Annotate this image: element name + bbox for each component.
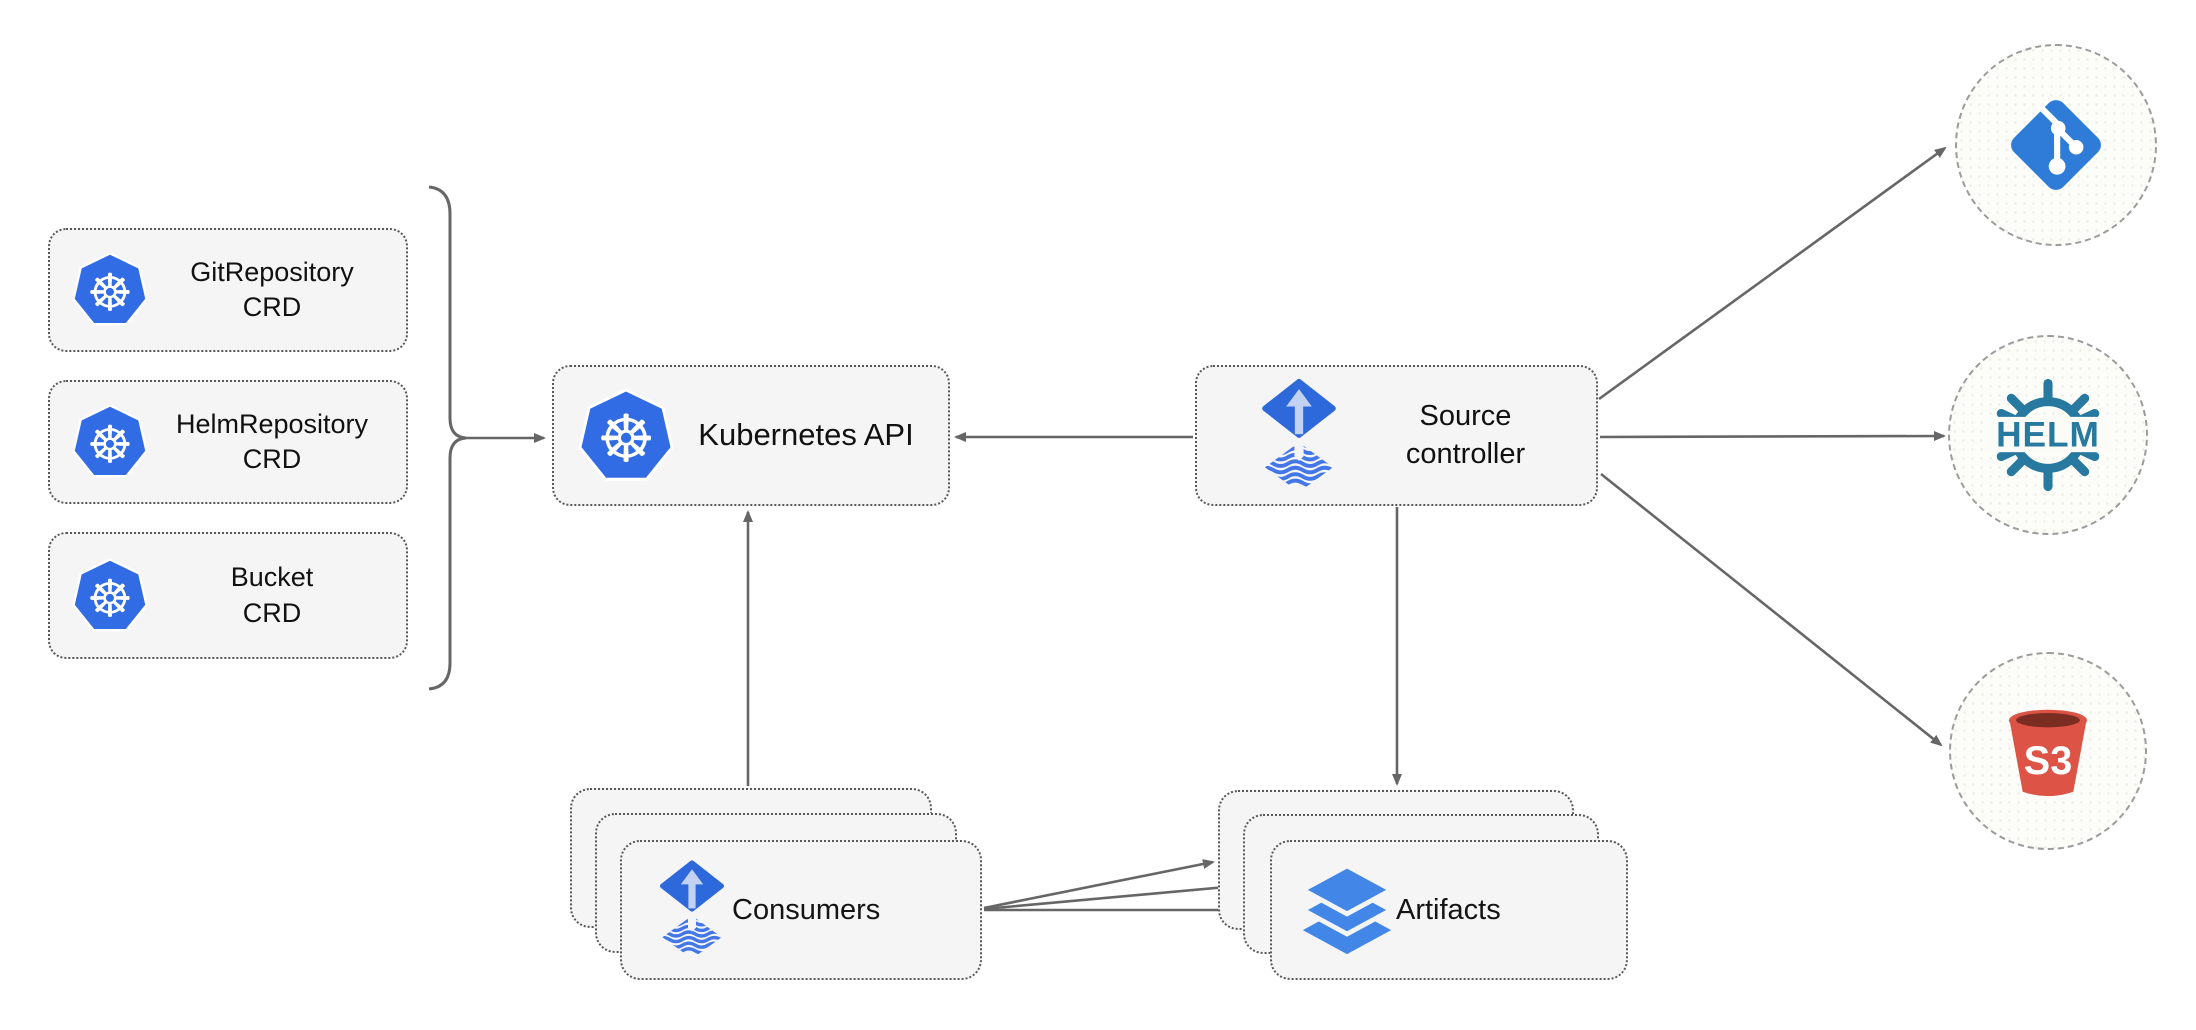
edge-consumers-to-artifacts-middle xyxy=(983,881,1239,911)
node-artifacts-stack: Artifacts xyxy=(1218,790,1638,990)
svg-text:☸: ☸ xyxy=(87,263,133,321)
node-kubernetes-api: ☸ Kubernetes API xyxy=(552,365,950,506)
kubernetes-icon: ☸ xyxy=(72,252,148,328)
node-label: Artifacts xyxy=(1396,893,1501,926)
node-source-controller: Source controller xyxy=(1195,365,1598,506)
edge-consumers-to-artifacts-back xyxy=(983,859,1215,910)
layers-icon xyxy=(1298,862,1396,958)
node-label: Kubernetes API xyxy=(698,417,914,453)
svg-text:☸: ☸ xyxy=(87,569,133,627)
svg-text:☸: ☸ xyxy=(597,402,656,475)
flux-icon xyxy=(652,858,732,962)
node-label: GitRepository CRD xyxy=(190,256,354,322)
kubernetes-icon: ☸ xyxy=(72,557,148,634)
node-helmrepository-crd: ☸ HelmRepository CRD xyxy=(48,380,408,504)
edge-source-controller-to-git xyxy=(1598,146,1947,401)
node-bucket-crd: ☸ Bucket CRD xyxy=(48,532,408,659)
node-s3-source: S3 xyxy=(1949,652,2147,850)
node-label: Source controller xyxy=(1405,399,1526,470)
s3-label: S3 xyxy=(2024,739,2072,783)
kubernetes-icon: ☸ xyxy=(578,387,674,484)
node-consumers-stack: Consumers xyxy=(570,788,990,988)
node-helm-source: HELM xyxy=(1948,335,2148,535)
node-gitrepository-crd: ☸ GitRepository CRD xyxy=(48,228,408,352)
node-label: HelmRepository CRD xyxy=(175,408,369,474)
s3-bucket-icon: S3 xyxy=(1993,696,2103,806)
node-label: Bucket CRD xyxy=(230,562,314,628)
helm-wheel-icon: HELM xyxy=(1986,373,2110,497)
node-artifacts: Artifacts xyxy=(1270,840,1628,980)
node-consumers: Consumers xyxy=(620,840,982,980)
node-label: Consumers xyxy=(732,893,881,926)
node-git-source xyxy=(1955,44,2157,246)
flux-icon xyxy=(1253,378,1345,494)
git-icon xyxy=(2000,89,2112,201)
edge-source-controller-to-helm xyxy=(1599,431,1946,442)
crd-group-bracket xyxy=(428,185,467,691)
helm-label: HELM xyxy=(1996,416,2100,455)
kubernetes-icon: ☸ xyxy=(72,404,148,480)
edge-source-controller-to-s3 xyxy=(1600,472,1943,747)
svg-text:☸: ☸ xyxy=(87,415,133,473)
